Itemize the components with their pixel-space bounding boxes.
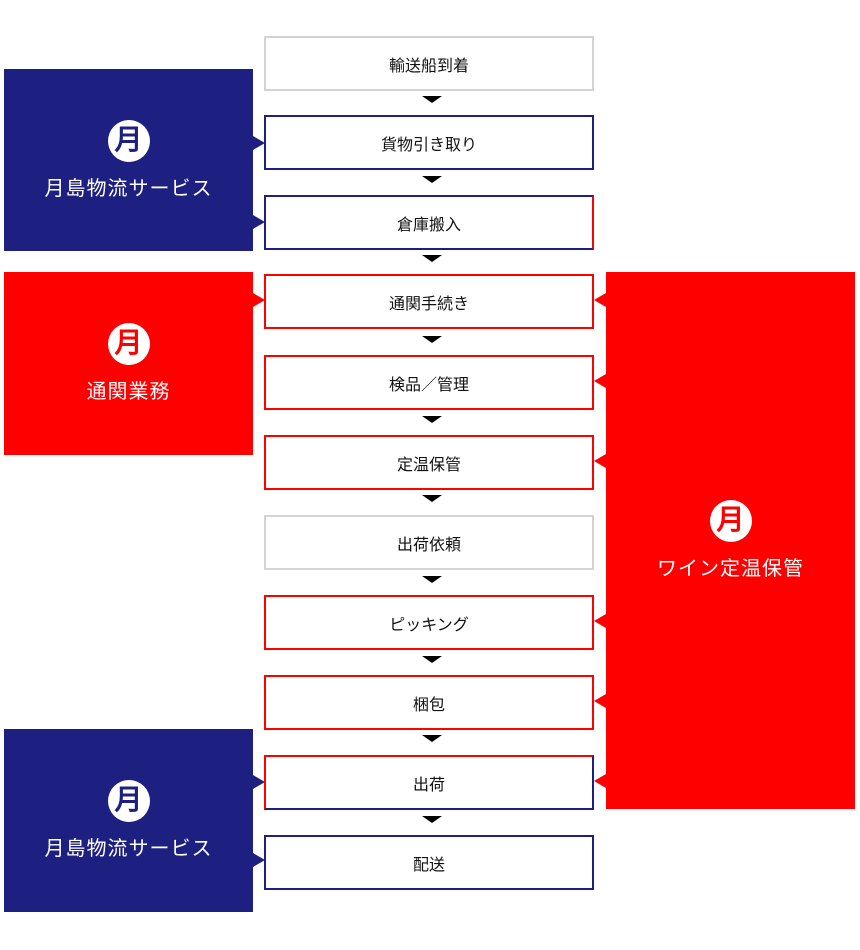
arrow-down-icon [422, 576, 442, 583]
step-inspection-management: 検品／管理 [264, 355, 594, 410]
customs-panel: 月 通関業務 [4, 272, 253, 455]
arrow-down-icon [422, 495, 442, 502]
pointer-right-icon [253, 775, 265, 789]
step-packing: 梱包 [264, 675, 594, 730]
pointer-left-icon [594, 454, 606, 468]
pointer-left-icon [594, 774, 606, 788]
step-warehouse-intake: 倉庫搬入 [264, 195, 594, 250]
pointer-right-icon [253, 293, 265, 307]
step-cargo-pickup: 貨物引き取り [264, 115, 594, 170]
pointer-right-icon [253, 215, 265, 229]
wine-storage-panel: 月 ワイン定温保管 [606, 272, 855, 809]
pointer-left-icon [594, 694, 606, 708]
panel-label: 月島物流サービス [44, 836, 213, 860]
arrow-down-icon [422, 176, 442, 183]
step-shipping-request: 出荷依頼 [264, 515, 594, 570]
panel-label: 月島物流サービス [44, 175, 213, 200]
step-shipping: 出荷 [264, 755, 594, 810]
pointer-left-icon [594, 614, 606, 628]
pointer-right-icon [253, 136, 265, 150]
pointer-left-icon [594, 374, 606, 388]
arrow-down-icon [422, 816, 442, 823]
tsukishima-logo-icon: 月 [709, 500, 752, 542]
tsukishima-service-panel-top: 月 月島物流サービス [4, 69, 253, 251]
pointer-left-icon [594, 293, 606, 307]
tsukishima-logo-icon: 月 [107, 119, 150, 162]
step-ship-arrival: 輸送船到着 [264, 36, 594, 91]
tsukishima-logo-icon: 月 [107, 780, 150, 822]
pointer-right-icon [253, 853, 265, 867]
step-picking: ピッキング [264, 595, 594, 650]
step-constant-temp-storage: 定温保管 [264, 435, 594, 490]
arrow-down-icon [422, 656, 442, 663]
step-delivery: 配送 [264, 835, 594, 890]
arrow-down-icon [422, 255, 442, 262]
tsukishima-service-panel-bottom: 月 月島物流サービス [4, 729, 253, 912]
arrow-down-icon [422, 416, 442, 423]
arrow-down-icon [422, 96, 442, 103]
panel-label: ワイン定温保管 [657, 556, 804, 580]
step-customs-procedure: 通関手続き [264, 274, 594, 329]
arrow-down-icon [422, 336, 442, 343]
arrow-down-icon [422, 735, 442, 742]
tsukishima-logo-icon: 月 [107, 323, 150, 365]
panel-label: 通関業務 [86, 379, 171, 403]
